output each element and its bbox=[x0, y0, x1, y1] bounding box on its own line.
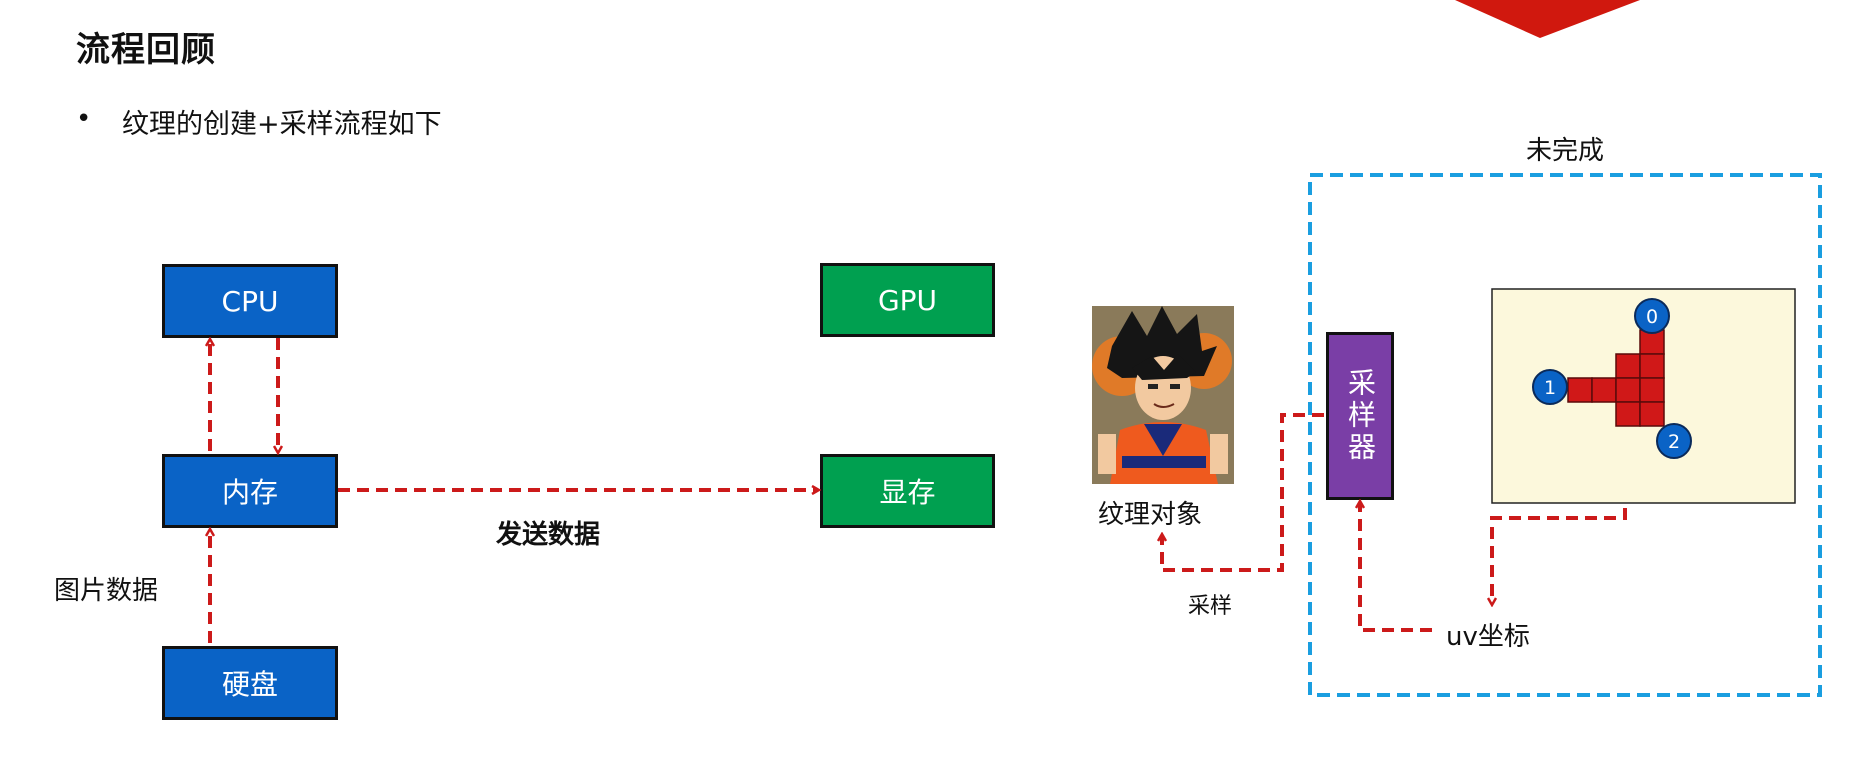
uv-coords-label: uv坐标 bbox=[1446, 622, 1530, 652]
vertex-1-label: 1 bbox=[1544, 377, 1556, 399]
bullet-text: 纹理的创建+采样流程如下 bbox=[122, 109, 442, 140]
texture-image bbox=[1092, 306, 1234, 484]
image-data-label: 图片数据 bbox=[54, 576, 159, 606]
uv-grid bbox=[1567, 329, 1665, 427]
vram-node: 显存 bbox=[820, 454, 995, 528]
unfinished-label: 未完成 bbox=[1526, 136, 1605, 166]
arrow-uv-to-sampler bbox=[1360, 502, 1432, 632]
uv-vertex-markers bbox=[1532, 298, 1692, 459]
gpu-node: GPU bbox=[820, 263, 995, 337]
vertex-0-label: 0 bbox=[1646, 306, 1658, 328]
texture-object-label: 纹理对象 bbox=[1098, 500, 1203, 530]
vertex-2-label: 2 bbox=[1668, 431, 1680, 453]
disk-node: 硬盘 bbox=[162, 646, 338, 720]
cpu-node: CPU bbox=[162, 264, 338, 338]
sampler-node: 采样器 bbox=[1326, 332, 1394, 500]
memory-node: 内存 bbox=[162, 454, 338, 528]
bullet-icon: • bbox=[76, 104, 92, 134]
send-data-label: 发送数据 bbox=[496, 520, 601, 550]
unfinished-region bbox=[1308, 173, 1822, 697]
sampler-label: 采样器 bbox=[1344, 368, 1377, 464]
arrow-sample-to-texture bbox=[1162, 413, 1324, 572]
sample-label: 采样 bbox=[1188, 594, 1233, 619]
page-title: 流程回顾 bbox=[76, 30, 216, 70]
